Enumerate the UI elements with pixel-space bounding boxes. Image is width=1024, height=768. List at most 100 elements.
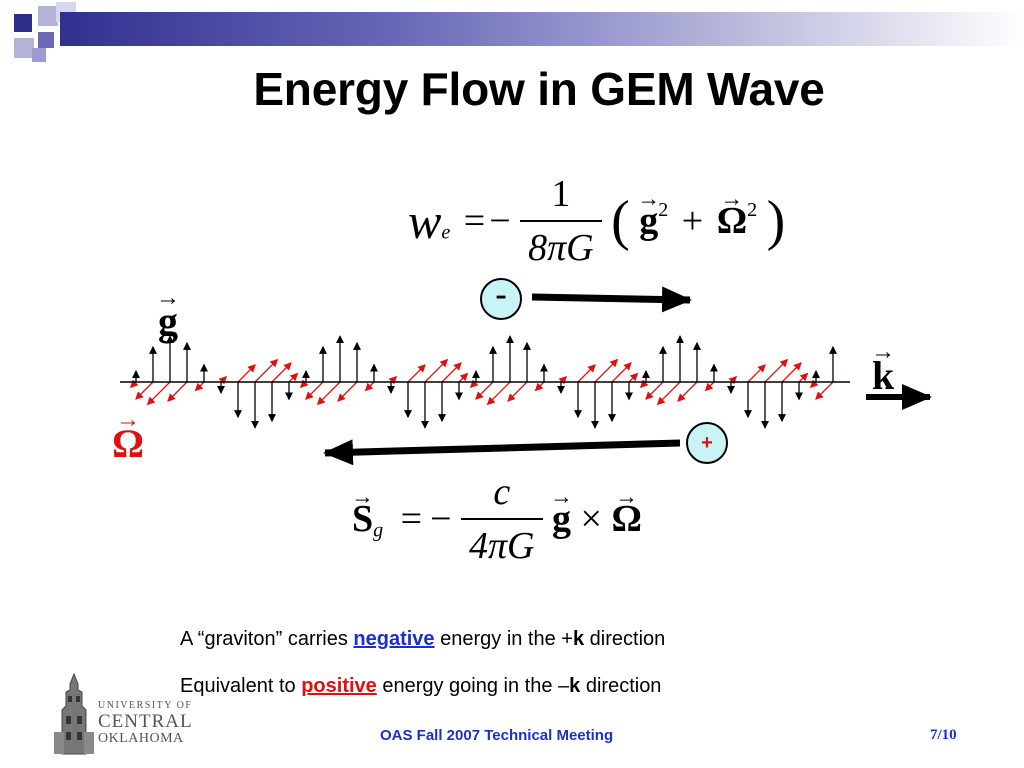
omega-field-arrow	[407, 364, 426, 383]
logo-central: CENTRAL	[98, 711, 193, 732]
k-bold: k	[569, 675, 581, 697]
omega-field-arrow	[364, 381, 375, 392]
omega-field-arrow	[167, 381, 188, 402]
omega-field-arrow	[815, 381, 834, 400]
minus-sign: −	[430, 498, 452, 540]
corner-square-dark	[14, 14, 32, 32]
omega-field-arrow	[781, 362, 802, 383]
minus-energy-arrow	[531, 286, 692, 313]
s-vector: S	[352, 497, 373, 541]
g-exponent: 2	[658, 199, 669, 222]
omega-field-arrow	[424, 358, 449, 383]
fraction: 1 8πG	[520, 172, 602, 270]
omega-field-arrow	[656, 381, 681, 406]
plus-energy-arrow	[323, 439, 681, 466]
omega-field-arrow	[129, 379, 139, 389]
k-bold: k	[572, 628, 585, 650]
omega-field-arrow	[486, 381, 511, 406]
numerator: 1	[520, 172, 602, 222]
omega-field-arrow	[469, 379, 479, 389]
corner-square-light	[38, 6, 58, 26]
omega-field-arrow	[645, 381, 664, 400]
omega-field-arrow	[577, 364, 596, 383]
omega-field-arrow	[677, 381, 698, 402]
denominator: 4πG	[469, 525, 535, 567]
s-subscript: g	[373, 519, 384, 542]
omega-field-arrow	[798, 372, 809, 383]
energy-density-equation: we =− 1 8πG ( g2 + Ω2 )	[408, 172, 785, 270]
corner-square-mid	[32, 48, 46, 62]
logo-university-of: UNIVERSITY OF	[98, 700, 193, 711]
caption-line-1: A “graviton” carries negative energy in …	[180, 628, 665, 651]
omega-field-arrow	[337, 381, 358, 402]
equals-sign: =	[463, 200, 486, 242]
caption-line-2: Equivalent to positive energy going in t…	[180, 675, 661, 698]
tower-icon	[54, 672, 94, 755]
omega-field-arrow	[388, 375, 398, 385]
omega-field-arrow	[271, 362, 292, 383]
w-subscript: e	[441, 221, 451, 244]
plus-badge: +	[686, 422, 728, 464]
fraction: c 4πG	[461, 470, 543, 568]
omega-exponent: 2	[747, 199, 758, 222]
positive-emphasis: positive	[301, 675, 377, 697]
k-wavevector-label: k	[872, 352, 894, 399]
minus-sign: −	[489, 200, 511, 242]
caption-text: direction	[584, 628, 666, 650]
omega-field-arrow	[628, 372, 639, 383]
slide-title: Energy Flow in GEM Wave	[253, 63, 825, 115]
field-arrows	[129, 335, 837, 429]
omega-field-arrow	[458, 372, 469, 383]
omega-field-arrow	[507, 381, 528, 402]
omega-field-arrow	[534, 381, 545, 392]
corner-square-dark	[38, 32, 54, 48]
omega-field-arrow	[254, 358, 279, 383]
equals-sign: =	[400, 498, 423, 540]
omega-field-arrow	[218, 375, 228, 385]
caption-text: energy going in the –	[376, 675, 570, 697]
g-vector: g	[639, 199, 658, 243]
omega-field-arrow	[194, 381, 205, 392]
g-vector: g	[552, 497, 571, 541]
right-paren: )	[766, 190, 786, 252]
omega-field-arrow	[764, 358, 789, 383]
caption-text: Equivalent to	[180, 675, 302, 697]
header-gradient-bar	[60, 12, 1024, 46]
omega-field-arrow	[299, 379, 309, 389]
omega-field-arrow	[809, 379, 819, 389]
omega-field-arrow	[146, 381, 171, 406]
page-number: 7/10	[930, 727, 957, 743]
plus-sign: +	[681, 200, 704, 242]
omega-vector: Ω	[717, 199, 747, 243]
minus-badge: -	[480, 278, 522, 320]
left-paren: (	[611, 190, 630, 252]
omega-field-arrow	[237, 364, 256, 383]
omega-field-arrow	[728, 375, 738, 385]
omega-field-arrow	[288, 372, 299, 383]
caption-text: A “graviton” carries	[180, 628, 354, 650]
denominator: 8πG	[528, 227, 594, 269]
caption-text: direction	[580, 675, 662, 697]
poynting-vector-equation: Sg =− c 4πG g × Ω	[352, 470, 642, 568]
omega-field-arrow	[558, 375, 568, 385]
omega-field-label: Ω	[112, 420, 144, 467]
omega-field-arrow	[611, 362, 632, 383]
omega-field-arrow	[639, 379, 649, 389]
omega-field-arrow	[135, 381, 154, 400]
omega-field-arrow	[704, 381, 715, 392]
footer-meeting-title: OAS Fall 2007 Technical Meeting	[380, 727, 614, 744]
numerator: c	[461, 470, 543, 520]
caption-text: energy in the +	[434, 628, 573, 650]
g-field-label: g	[158, 298, 178, 345]
corner-square-light	[14, 38, 34, 58]
w-symbol: w	[408, 193, 442, 249]
omega-field-arrow	[316, 381, 341, 406]
cross-product-sign: ×	[580, 498, 602, 540]
negative-emphasis: negative	[353, 628, 435, 650]
omega-field-arrow	[475, 381, 494, 400]
omega-field-arrow	[441, 362, 462, 383]
omega-vector: Ω	[611, 497, 641, 541]
omega-field-arrow	[594, 358, 619, 383]
omega-field-arrow	[747, 364, 766, 383]
logo-oklahoma: OKLAHOMA	[98, 731, 184, 746]
